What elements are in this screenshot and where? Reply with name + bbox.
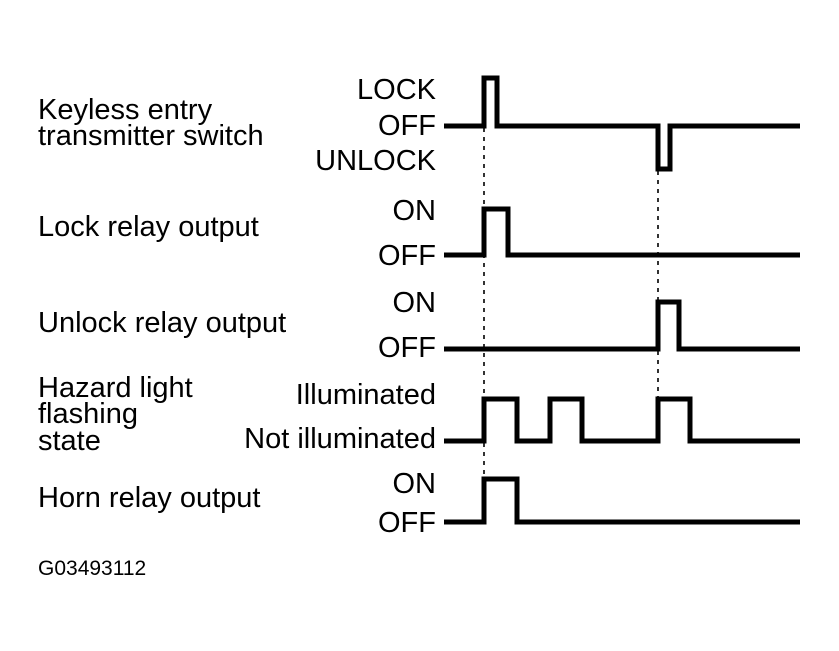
signal-label-line: state	[38, 425, 101, 457]
waveform-horn-relay	[444, 476, 800, 525]
state-label-off: OFF	[378, 332, 436, 364]
waveform-transmitter-switch	[444, 75, 800, 172]
state-label-not-illuminated: Not illuminated	[244, 423, 436, 455]
waveform-lock-relay	[444, 206, 800, 258]
state-label-off: OFF	[378, 507, 436, 539]
state-label-off: OFF	[378, 240, 436, 272]
signal-hazard-light: Hazard light flashing state Illuminated …	[38, 372, 800, 457]
signal-label-line: Hazard light	[38, 372, 193, 404]
state-label-on: ON	[393, 287, 437, 319]
state-label-illuminated: Illuminated	[296, 379, 436, 411]
state-label-on: ON	[393, 195, 437, 227]
signal-label-line: flashing	[38, 398, 138, 430]
signal-lock-relay: Lock relay output ON OFF	[38, 195, 800, 272]
signal-label-line: transmitter switch	[38, 120, 264, 152]
figure-id: G03493112	[38, 557, 146, 580]
signal-horn-relay: Horn relay output ON OFF	[38, 468, 800, 539]
signal-label-line: Lock relay output	[38, 211, 259, 243]
signal-label-line: Horn relay output	[38, 482, 260, 514]
waveform-hazard-light	[444, 396, 800, 444]
state-label-on: ON	[393, 468, 437, 500]
signal-label-line: Unlock relay output	[38, 307, 286, 339]
state-label-lock: LOCK	[357, 74, 437, 106]
state-label-unlock: UNLOCK	[315, 145, 437, 177]
signal-transmitter-switch: Keyless entry transmitter switch LOCK OF…	[38, 74, 800, 177]
signal-unlock-relay: Unlock relay output ON OFF	[38, 287, 800, 364]
state-label-off: OFF	[378, 110, 436, 142]
waveform-unlock-relay	[444, 299, 800, 352]
signal-label-line: Keyless entry	[38, 94, 213, 126]
